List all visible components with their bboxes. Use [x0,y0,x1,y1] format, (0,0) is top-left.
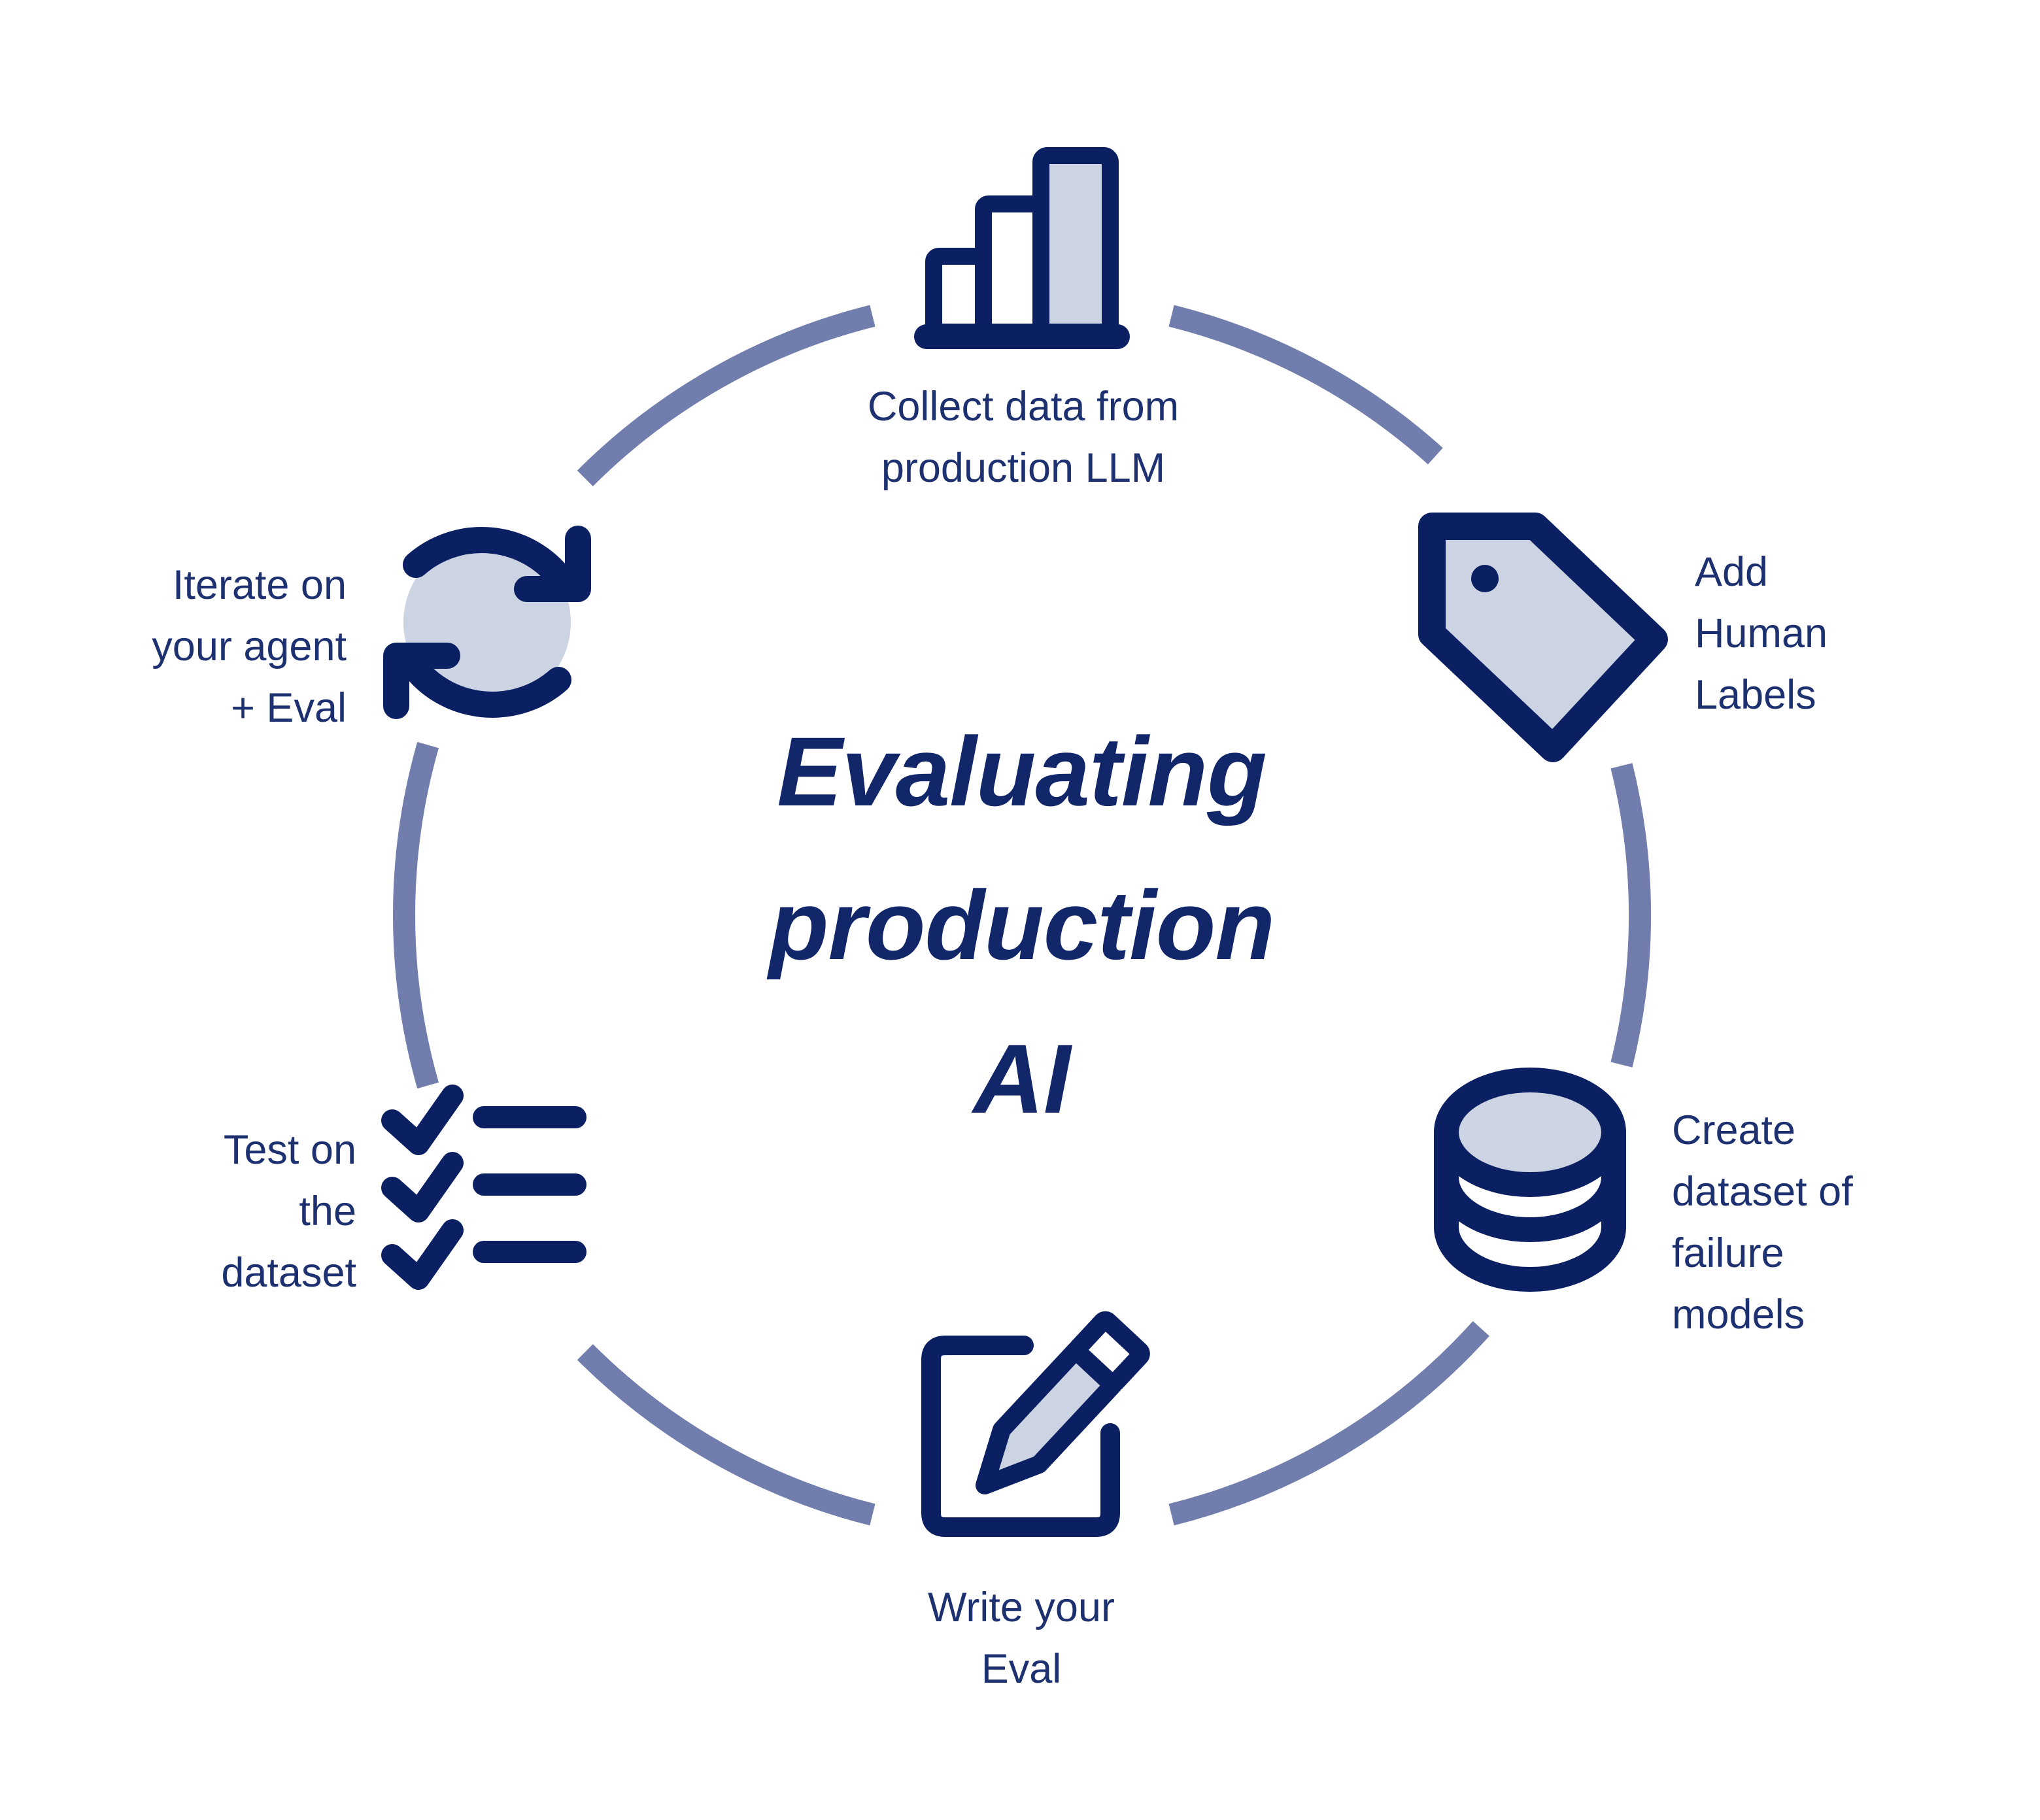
ring-arc-lower-right [1168,1321,1489,1526]
label-collect-data: Collect data from production LLM [867,384,1180,491]
ring-arc-upper-right [1168,305,1443,465]
database-top-disc [1434,1068,1626,1197]
database-layer-middle [1434,1165,1626,1242]
bar-chart-bar-medium [975,195,1049,341]
refresh-arc-bottom [400,652,571,718]
refresh-arrowhead-top [514,526,591,602]
tag-hole [1471,565,1499,592]
ring-arc-lower-left [577,1344,876,1526]
database-layer-bottom [1434,1215,1626,1292]
refresh-icon [383,526,591,719]
ring-arc-upper-left [577,305,876,486]
cycle-ring [393,305,1651,1526]
bar-chart-baseline [914,324,1130,349]
label-test-dataset: Test on the dataset [221,1127,356,1296]
refresh-arc-top [403,527,574,592]
checklist-check-2 [381,1152,464,1222]
diagram-title: Evaluating production AI [768,716,1275,1134]
label-create-dataset: Create dataset of failure models [1672,1107,1853,1338]
database-icon [1434,1068,1626,1292]
edit-pencil-eraser [1068,1311,1150,1393]
edit-icon [921,1311,1150,1537]
checklist-check-1 [381,1085,464,1155]
label-write-eval: Write your Eval [928,1585,1115,1692]
tag-shape [1418,513,1668,762]
edit-pencil [976,1311,1150,1494]
tag-icon [1418,513,1668,762]
checklist-icon [381,1085,586,1290]
edit-document-outline [921,1336,1120,1537]
ring-arc-left [393,741,439,1089]
label-iterate-agent: Iterate on your agent + Eval [152,562,347,731]
label-add-human-labels: Add Human Labels [1695,549,1828,718]
bar-chart-icon [914,147,1130,349]
refresh-arrowhead-bottom [383,643,460,719]
bar-chart-bar-tall [1032,147,1119,341]
ring-arc-right [1610,763,1651,1068]
checklist-check-3 [381,1219,464,1290]
